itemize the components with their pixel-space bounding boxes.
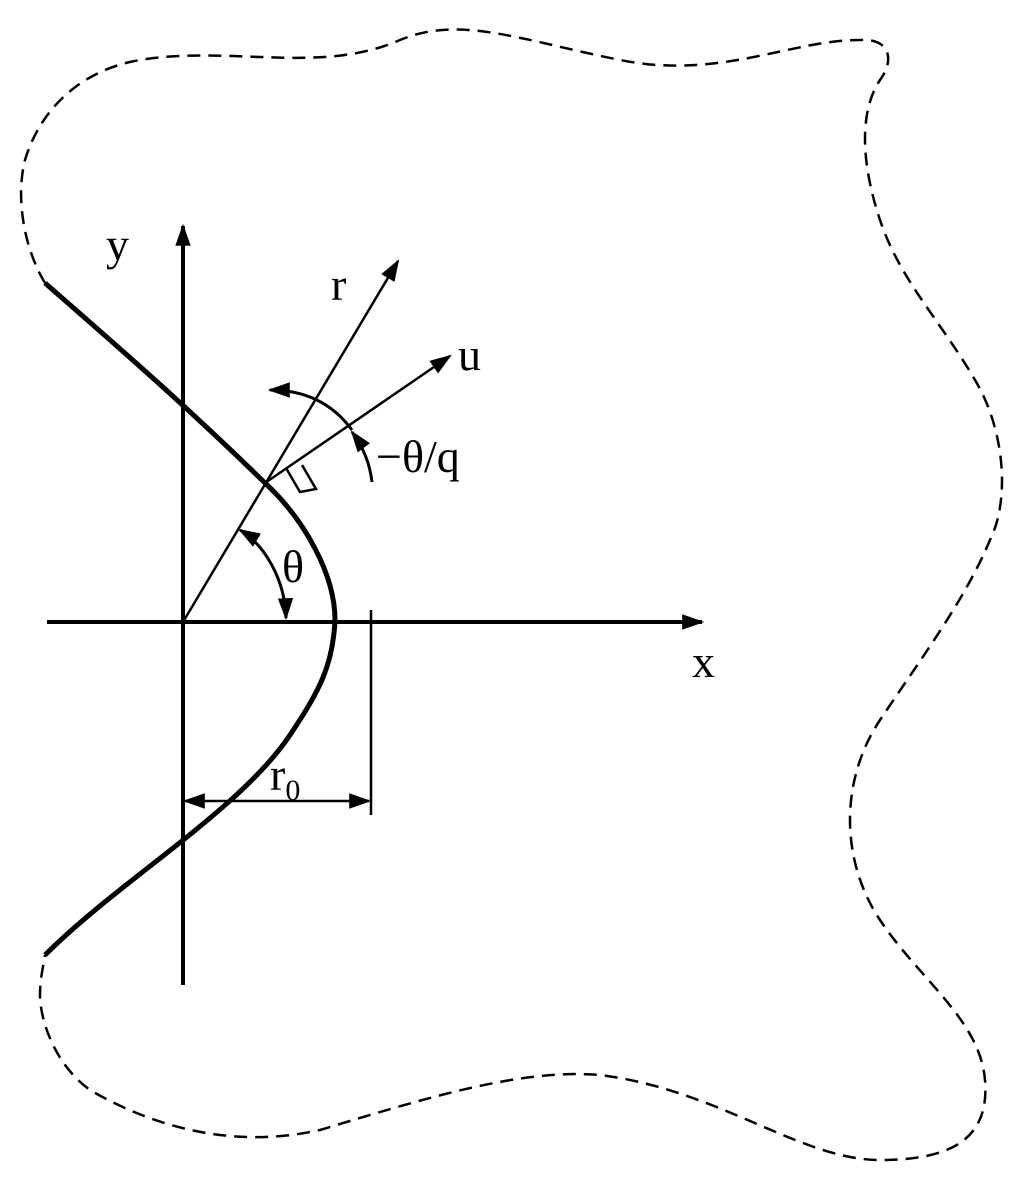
u-axis-label: u <box>458 329 481 380</box>
theta-label: θ <box>282 541 304 592</box>
u-axis <box>264 354 452 485</box>
notch-curve <box>43 281 338 957</box>
r0-subscript: 0 <box>285 774 300 807</box>
right-angle-marker <box>284 464 318 494</box>
x-axis-label: x <box>692 636 715 687</box>
r-axis-label: r <box>331 259 346 310</box>
r0-main: r <box>270 749 285 800</box>
angle-u-label: −θ/q <box>376 431 460 482</box>
theta-arc <box>238 528 294 621</box>
angle-arc-top <box>267 382 354 431</box>
r-axis <box>181 259 400 623</box>
r0-label: r0 <box>270 749 300 807</box>
dashed-boundary <box>19 28 1004 1162</box>
angle-arc-u <box>350 430 374 483</box>
y-axis-label: y <box>106 219 129 270</box>
